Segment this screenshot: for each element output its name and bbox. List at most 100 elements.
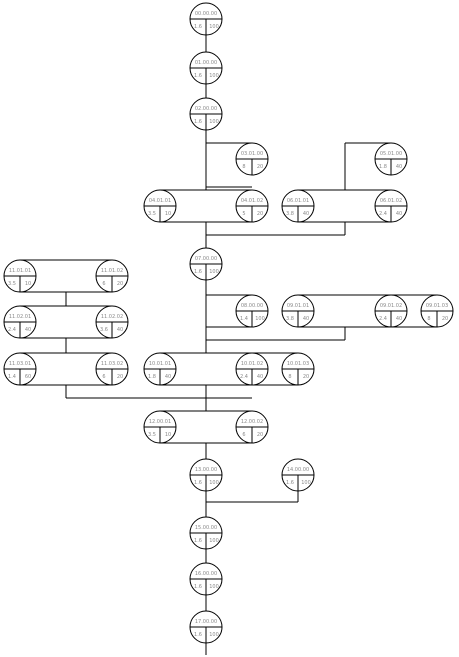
node-value-a: 1.6 <box>194 119 202 125</box>
node-code: 11.02.01 <box>9 314 31 320</box>
node-06-01-02[interactable]: 06.01.02 2.4 40 <box>374 189 408 223</box>
node-value-a: 5 <box>242 211 245 217</box>
node-11-03-01[interactable]: 11.03.01 1.4 60 <box>3 352 37 386</box>
node-code: 12.00.02 <box>241 419 263 425</box>
node-value-b: 40 <box>396 164 402 170</box>
node-02-00-00[interactable]: 02.00.00 1.6 100 <box>189 97 223 131</box>
node-code: 02.00.00 <box>195 106 217 112</box>
node-value-b: 100 <box>209 269 219 275</box>
node-code: 04.01.01 <box>149 198 171 204</box>
node-value-a: 2.4 <box>379 211 387 217</box>
node-code: 11.03.02 <box>101 361 123 367</box>
node-value-b: 40 <box>303 211 309 217</box>
node-value-b: 20 <box>257 211 263 217</box>
node-code: 06.01.02 <box>380 198 402 204</box>
node-value-a: 8 <box>427 316 430 322</box>
node-value-a: 1.4 <box>240 316 248 322</box>
node-value-a: 6 <box>102 374 105 380</box>
node-value-a: 6 <box>102 281 105 287</box>
node-value-a: 3.8 <box>286 211 294 217</box>
node-11-01-01[interactable]: 11.01.01 3.5 10 <box>3 259 37 293</box>
node-value-a: 1.6 <box>194 24 202 30</box>
node-05-01-00[interactable]: 05.01.00 1.8 40 <box>374 142 408 176</box>
node-09-01-03[interactable]: 09.01.03 8 20 <box>420 294 454 328</box>
node-code: 01.00.00 <box>195 60 217 66</box>
node-code: 04.01.02 <box>241 198 263 204</box>
node-value-b: 20 <box>117 281 123 287</box>
node-value-a: 1.4 <box>8 374 16 380</box>
node-value-a: 3.8 <box>286 316 294 322</box>
node-value-b: 100 <box>255 316 265 322</box>
node-value-b: 40 <box>303 316 309 322</box>
node-code: 10.01.02 <box>241 361 263 367</box>
node-value-b: 100 <box>209 73 219 79</box>
node-code: 03.01.00 <box>241 151 263 157</box>
node-value-a: 1.6 <box>194 538 202 544</box>
node-00-00-00[interactable]: 00.00.00 1.6 100 <box>189 2 223 36</box>
node-value-b: 20 <box>117 374 123 380</box>
node-value-b: 10 <box>25 281 31 287</box>
node-value-b: 100 <box>209 119 219 125</box>
node-code: 09.01.01 <box>287 303 309 309</box>
node-01-00-00[interactable]: 01.00.00 1.6 100 <box>189 51 223 85</box>
node-value-b: 20 <box>303 374 309 380</box>
node-value-b: 20 <box>442 316 448 322</box>
node-value-b: 10 <box>165 211 171 217</box>
node-code: 11.01.01 <box>9 268 31 274</box>
node-code: 12.00.01 <box>149 419 171 425</box>
node-11-03-02[interactable]: 11.03.02 6 20 <box>95 352 129 386</box>
node-value-b: 100 <box>209 24 219 30</box>
node-value-a: 1.6 <box>194 73 202 79</box>
node-value-b: 100 <box>209 480 219 486</box>
node-value-a: 1.6 <box>194 584 202 590</box>
node-value-a: 2.4 <box>379 316 387 322</box>
node-value-a: 3.6 <box>100 327 108 333</box>
node-value-b: 40 <box>396 316 402 322</box>
capsule-09 <box>297 294 438 328</box>
node-value-b: 100 <box>209 584 219 590</box>
node-value-b: 100 <box>209 538 219 544</box>
node-value-a: 3.5 <box>8 281 16 287</box>
node-09-01-01[interactable]: 09.01.01 3.8 40 <box>281 294 315 328</box>
node-code: 09.01.02 <box>380 303 402 309</box>
node-value-a: 8 <box>242 164 245 170</box>
node-value-b: 10 <box>165 432 171 438</box>
node-code: 09.01.03 <box>426 303 448 309</box>
node-value-b: 100 <box>209 632 219 638</box>
node-value-b: 60 <box>25 374 31 380</box>
node-17-00-00[interactable]: 17.00.00 1.6 100 <box>189 610 223 644</box>
node-value-b: 40 <box>165 374 171 380</box>
node-value-a: 1.6 <box>194 632 202 638</box>
node-value-b: 40 <box>396 211 402 217</box>
node-code: 17.00.00 <box>195 619 217 625</box>
node-code: 05.01.00 <box>380 151 402 157</box>
node-code: 11.03.01 <box>9 361 31 367</box>
node-code: 10.01.01 <box>149 361 171 367</box>
node-09-01-02[interactable]: 09.01.02 2.4 40 <box>374 294 408 328</box>
node-value-b: 100 <box>301 480 311 486</box>
node-04-01-02[interactable]: 04.01.02 5 20 <box>235 189 269 223</box>
node-value-a: 1.8 <box>379 164 387 170</box>
node-code: 10.01.03 <box>287 361 309 367</box>
node-value-a: 1.6 <box>286 480 294 486</box>
node-code: 07.00.00 <box>195 256 217 262</box>
node-code: 00.00.00 <box>195 11 217 17</box>
